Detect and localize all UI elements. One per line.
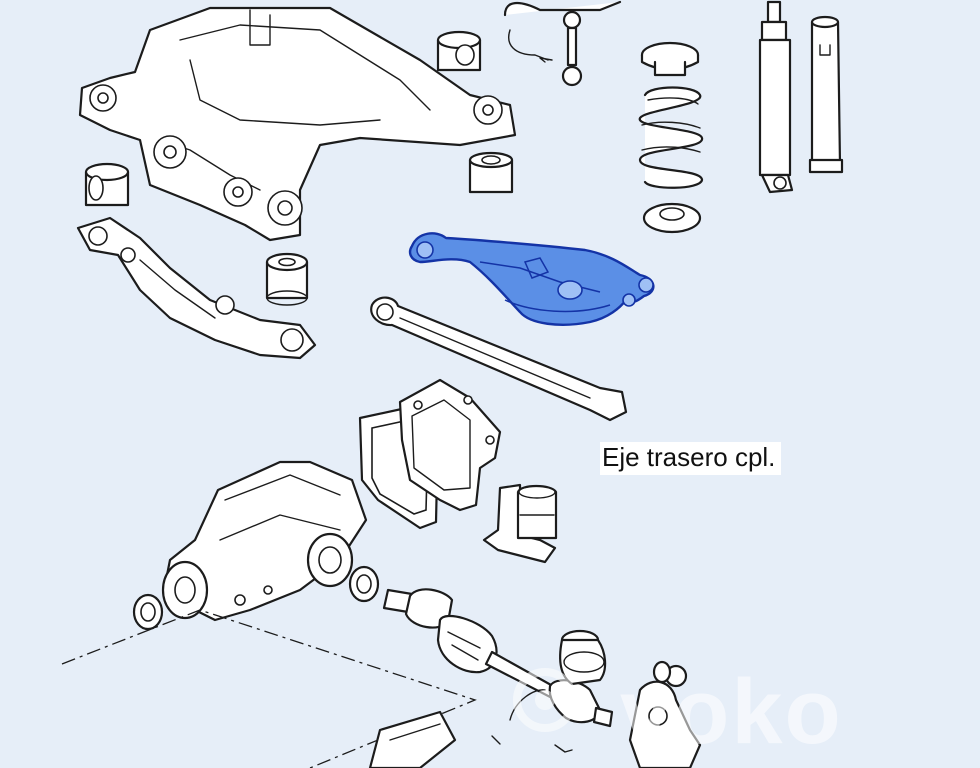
differential-housing[interactable] [161,460,368,622]
cv-joint-boot[interactable] [559,629,607,686]
output-seal-right[interactable] [348,565,380,603]
differential-cover[interactable] [398,378,502,512]
tension-strut[interactable] [370,296,628,422]
subframe-bushing-right[interactable] [468,151,514,194]
lower-control-arm-highlighted[interactable] [408,232,655,326]
output-seal-left[interactable] [132,593,164,631]
watermark-text: voko [620,661,843,763]
shock-absorber[interactable] [758,0,794,194]
anti-roll-bar[interactable] [503,0,622,63]
watermark-logo-icon [513,668,577,732]
subframe-bushing-center[interactable] [265,252,309,306]
lateral-bracket[interactable] [76,216,317,360]
subframe-bushing-left[interactable] [84,162,130,207]
drive-shaft[interactable] [382,588,614,728]
rear-subframe[interactable] [78,6,517,242]
subframe-bushing-top[interactable] [436,30,482,72]
wheel-carrier[interactable] [628,660,702,768]
stabilizer-link[interactable] [561,10,583,87]
lower-left-part[interactable] [368,710,457,768]
abs-sensor-cable[interactable] [491,689,573,753]
differential-mount[interactable] [482,483,558,564]
shock-dust-boot[interactable] [808,15,844,174]
diagram-caption: Eje trasero cpl. [600,442,782,475]
spring-bottom-seat[interactable] [642,202,702,234]
coil-spring[interactable] [638,86,704,189]
spring-top-mount[interactable] [640,41,700,77]
